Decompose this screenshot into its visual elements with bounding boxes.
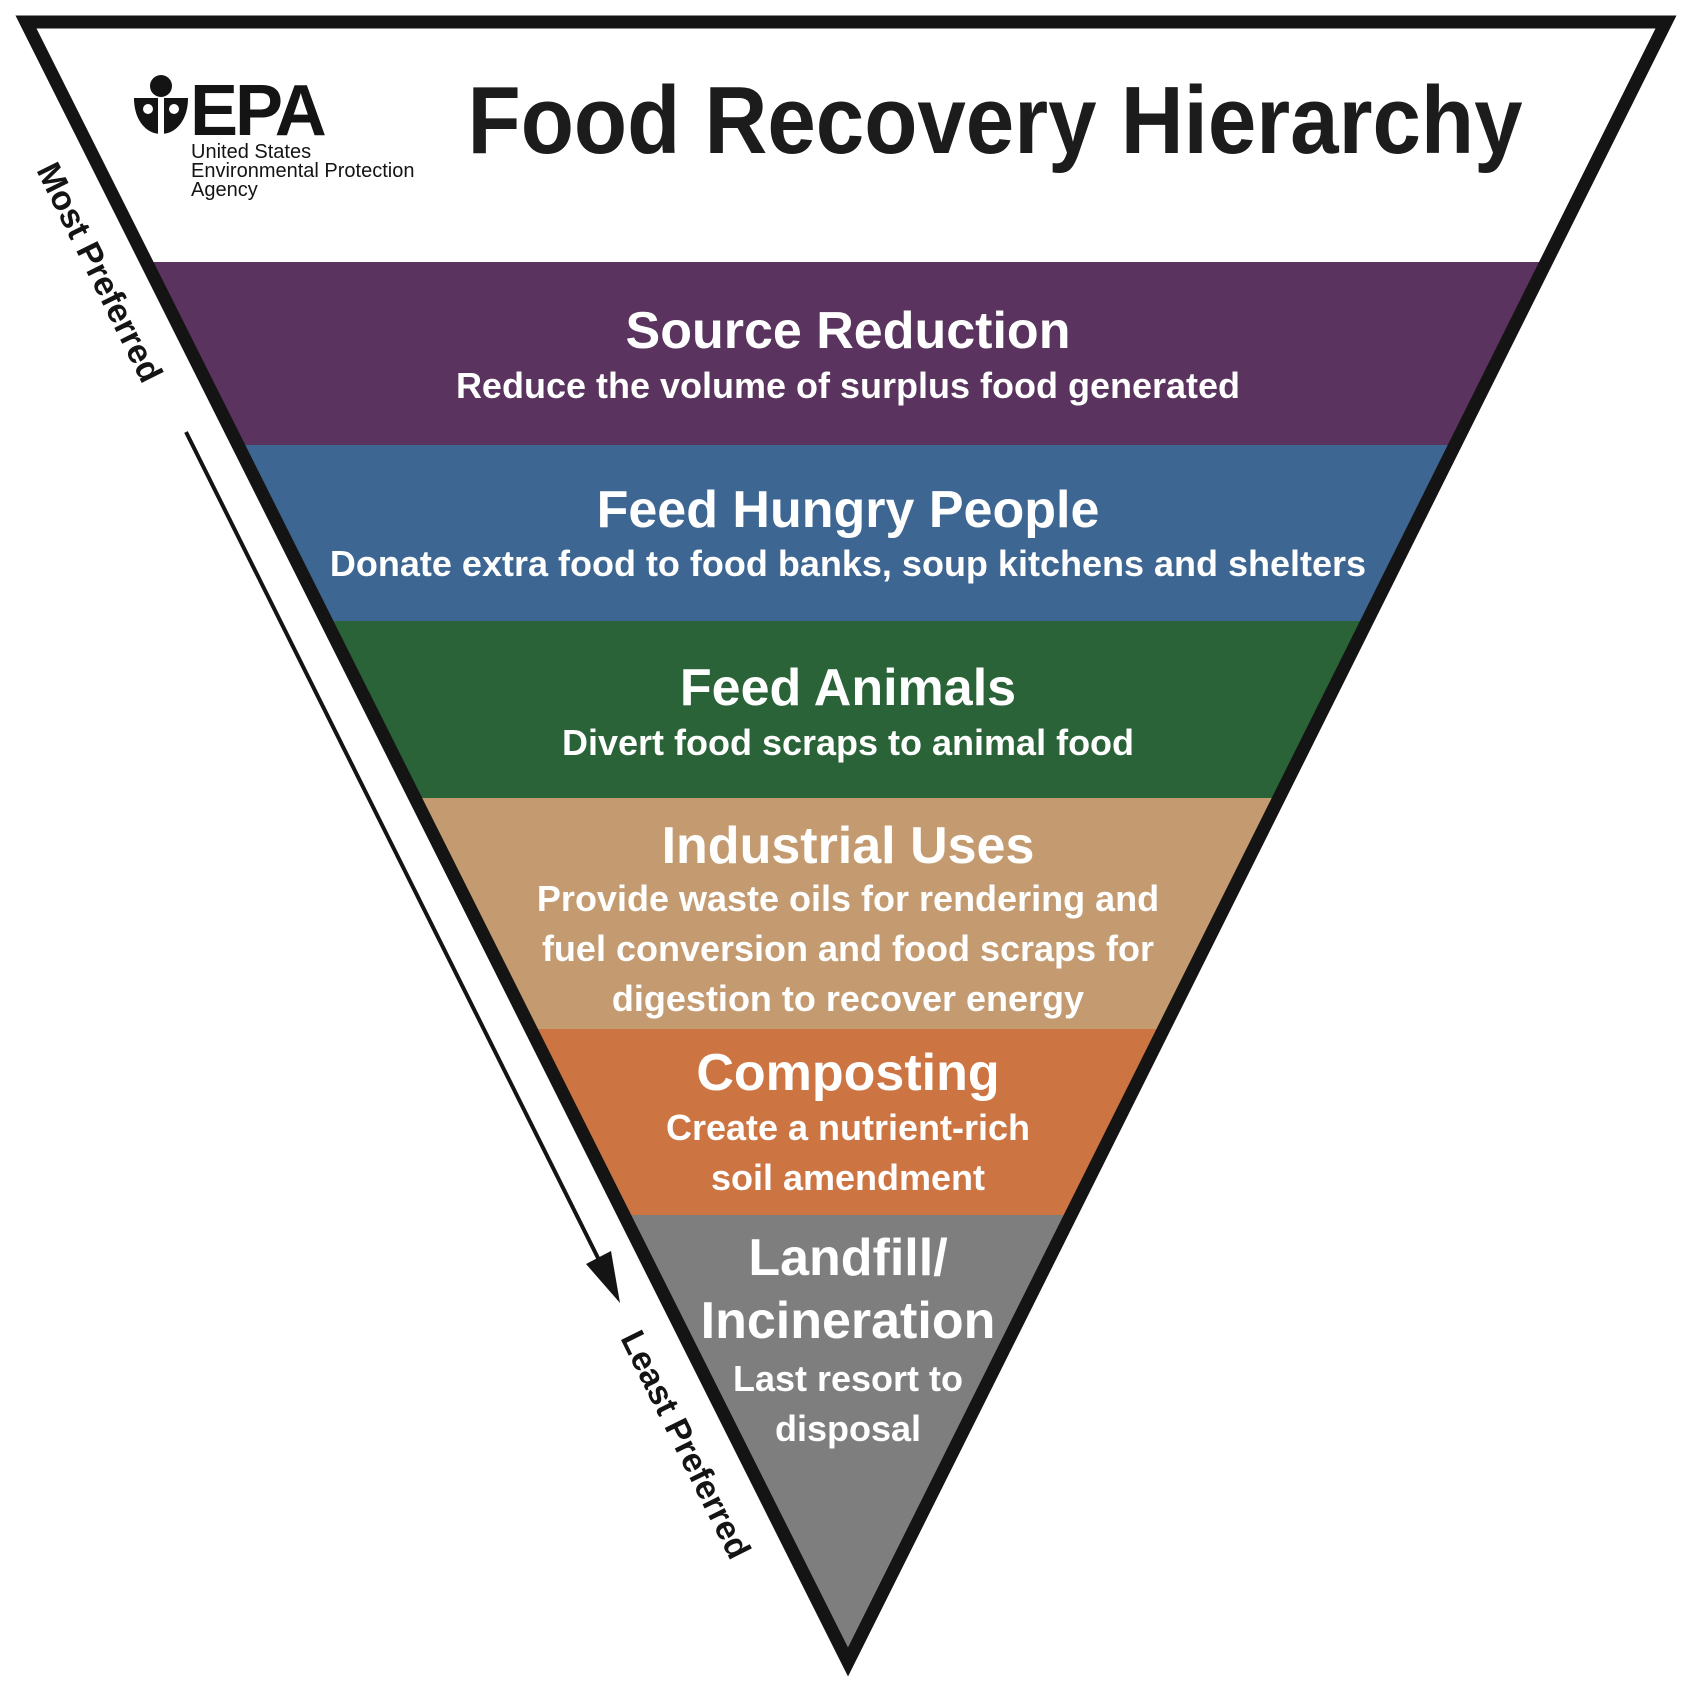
tier-6-description: disposal [775, 1408, 921, 1449]
arrow-down-icon [586, 1251, 620, 1303]
tier-2-description: Donate extra food to food banks, soup ki… [330, 543, 1366, 584]
tier-band-1 [146, 262, 1547, 445]
tier-5-description: soil amendment [711, 1157, 985, 1198]
epa-name-line-1: United States [191, 141, 311, 163]
tier-2-heading: Feed Hungry People [597, 481, 1100, 539]
tier-1-heading: Source Reduction [626, 302, 1071, 360]
tier-6-heading: Landfill/ [748, 1229, 947, 1287]
tier-4-description: Provide waste oils for rendering and [537, 878, 1159, 919]
tier-6-description: Last resort to [733, 1358, 963, 1399]
tier-band-3 [326, 621, 1368, 798]
tier-5-heading: Composting [696, 1044, 999, 1102]
tier-band-6 [624, 1215, 1071, 1662]
tier-3-description: Divert food scraps to animal food [562, 722, 1134, 763]
tier-6-heading: Incineration [701, 1292, 996, 1350]
epa-wordmark: EPA [190, 71, 326, 151]
page-title: Food Recovery Hierarchy [468, 67, 1523, 174]
tier-band-5 [530, 1029, 1164, 1215]
tier-4-description: digestion to recover energy [612, 978, 1084, 1019]
tier-4-heading: Industrial Uses [662, 817, 1035, 875]
tier-1-description: Reduce the volume of surplus food genera… [456, 365, 1240, 406]
tier-band-4 [414, 798, 1279, 1029]
epa-flower-icon [134, 75, 188, 134]
tier-4-description: fuel conversion and food scraps for [542, 928, 1154, 969]
tier-5-description: Create a nutrient-rich [666, 1107, 1030, 1148]
epa-logo: EPA United States Environmental Protecti… [134, 71, 414, 201]
preference-arrow-line [184, 431, 602, 1263]
epa-name-line-2: Environmental Protection [191, 160, 414, 182]
epa-name-line-3: Agency [191, 179, 258, 201]
tier-3-heading: Feed Animals [680, 659, 1016, 717]
pyramid-outline [15, 15, 1677, 1677]
tier-band-2 [238, 445, 1455, 621]
